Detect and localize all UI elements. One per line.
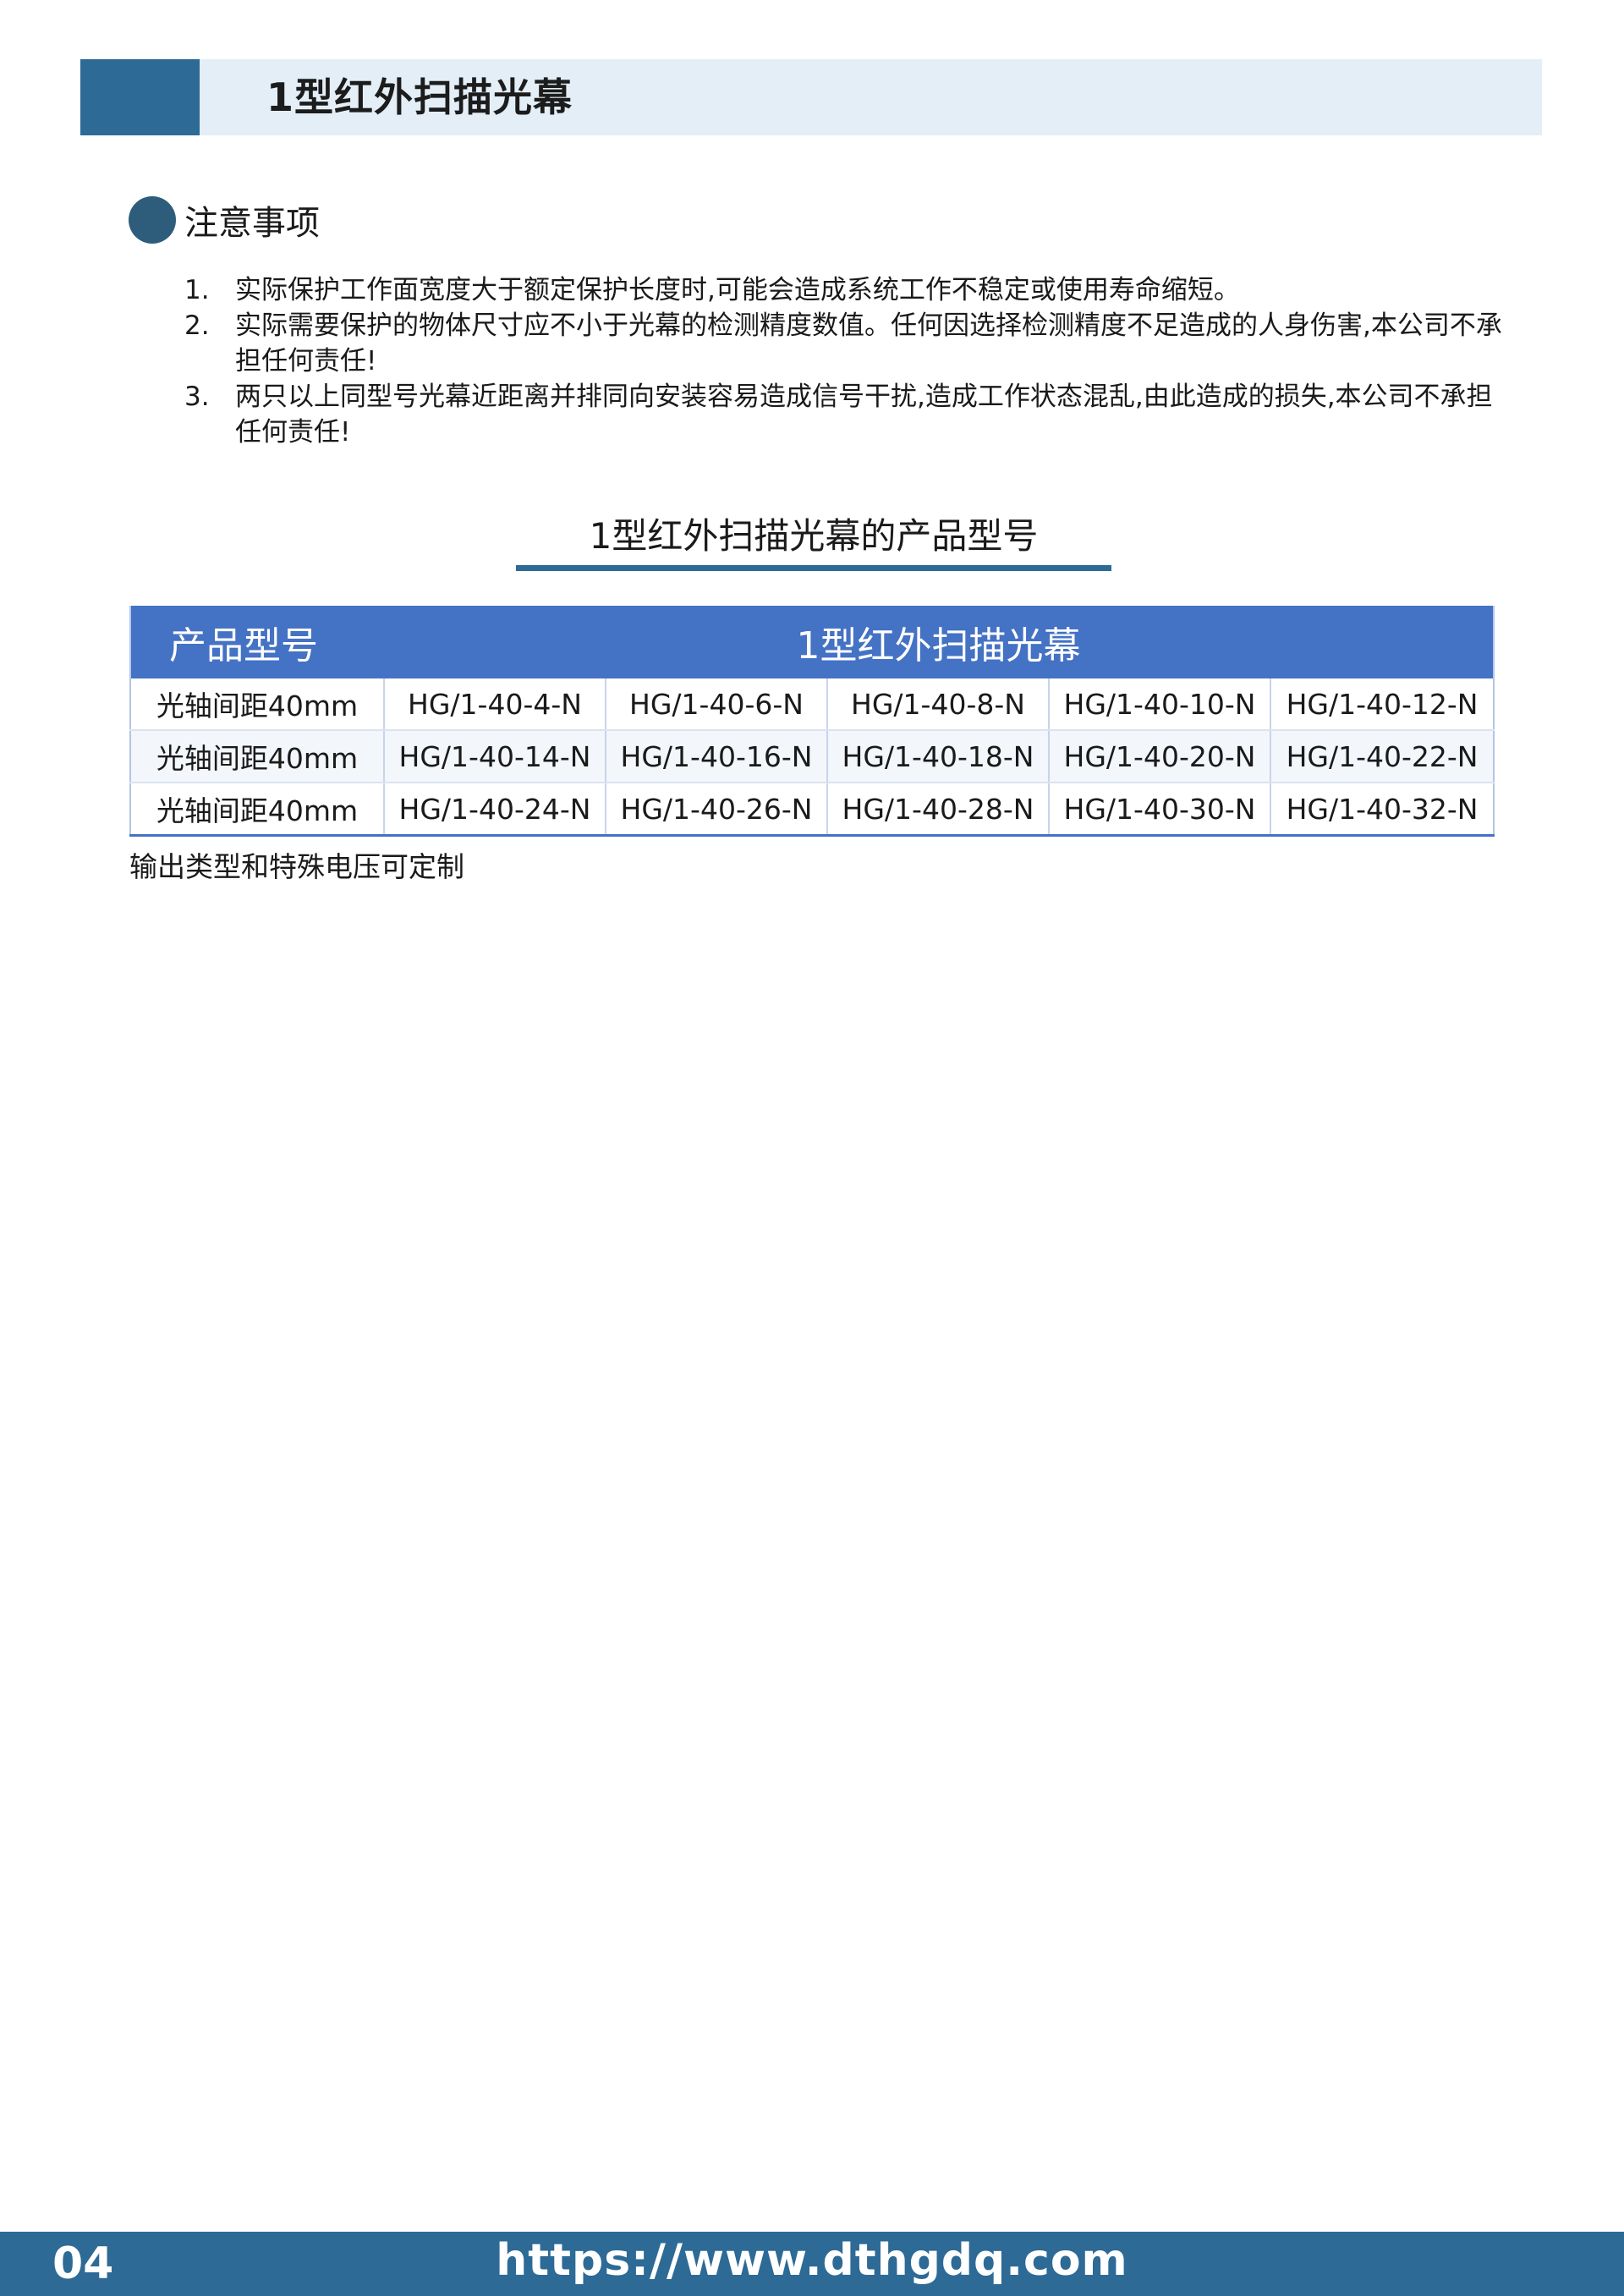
page-number: 04 [52, 2238, 114, 2289]
header-band [80, 59, 1542, 135]
table-header-product: 1型红外扫描光幕 [384, 606, 1495, 678]
note-text: 实际需要保护的物体尺寸应不小于光幕的检测精度数值。任何因选择检测精度不足造成的人… [235, 310, 1502, 376]
table-cell-model: HG/1-40-8-N [827, 678, 1050, 731]
footer-band [0, 2232, 1624, 2296]
note-item: 1. 实际保护工作面宽度大于额定保护长度时,可能会造成系统工作不稳定或使用寿命缩… [184, 272, 1504, 308]
note-number: 3. [184, 382, 210, 412]
table-cell-spacing: 光轴间距40mm [130, 783, 385, 837]
section-title: 1型红外扫描光幕的产品型号 [589, 515, 1039, 557]
table-cell-model: HG/1-40-20-N [1049, 730, 1271, 783]
table-cell-model: HG/1-40-4-N [384, 678, 606, 731]
table-cell-model: HG/1-40-6-N [606, 678, 828, 731]
table-row: 光轴间距40mm HG/1-40-24-N HG/1-40-26-N HG/1-… [130, 783, 1495, 837]
table-cell-model: HG/1-40-32-N [1270, 783, 1495, 837]
product-model-table: 产品型号 1型红外扫描光幕 光轴间距40mm HG/1-40-4-N HG/1-… [129, 606, 1495, 837]
table-cell-model: HG/1-40-24-N [384, 783, 606, 837]
table-cell-model: HG/1-40-28-N [827, 783, 1050, 837]
table-cell-model: HG/1-40-18-N [827, 730, 1050, 783]
table-cell-model: HG/1-40-22-N [1270, 730, 1495, 783]
page-title: 1型红外扫描光幕 [266, 74, 573, 120]
note-text: 实际保护工作面宽度大于额定保护长度时,可能会造成系统工作不稳定或使用寿命缩短。 [235, 275, 1240, 305]
table-cell-model: HG/1-40-26-N [606, 783, 828, 837]
table-cell-model: HG/1-40-30-N [1049, 783, 1271, 837]
notes-list: 1. 实际保护工作面宽度大于额定保护长度时,可能会造成系统工作不稳定或使用寿命缩… [184, 272, 1504, 450]
table-cell-model: HG/1-40-14-N [384, 730, 606, 783]
footer-url-link[interactable]: https://www.dthgdq.com [496, 2235, 1128, 2286]
table-cell-spacing: 光轴间距40mm [130, 730, 385, 783]
note-number: 1. [184, 275, 210, 305]
table-row: 光轴间距40mm HG/1-40-14-N HG/1-40-16-N HG/1-… [130, 730, 1495, 783]
table-cell-model: HG/1-40-12-N [1270, 678, 1495, 731]
header-accent-block [80, 59, 200, 135]
table-cell-model: HG/1-40-10-N [1049, 678, 1271, 731]
note-item: 2. 实际需要保护的物体尺寸应不小于光幕的检测精度数值。任何因选择检测精度不足造… [184, 308, 1504, 379]
table-header-model: 产品型号 [130, 606, 384, 678]
note-item: 3. 两只以上同型号光幕近距离并排同向安装容易造成信号干扰,造成工作状态混乱,由… [184, 379, 1504, 450]
table-row: 光轴间距40mm HG/1-40-4-N HG/1-40-6-N HG/1-40… [130, 678, 1495, 731]
table-note: 输出类型和特殊电压可定制 [129, 850, 464, 883]
note-text: 两只以上同型号光幕近距离并排同向安装容易造成信号干扰,造成工作状态混乱,由此造成… [235, 382, 1493, 448]
bullet-circle-icon [129, 196, 176, 244]
notes-heading-text: 注意事项 [184, 204, 320, 243]
table-cell-spacing: 光轴间距40mm [130, 678, 385, 731]
section-underline [516, 565, 1111, 571]
table-cell-model: HG/1-40-16-N [606, 730, 828, 783]
notes-heading: 注意事项 [129, 193, 320, 247]
table-header-row: 产品型号 1型红外扫描光幕 [130, 606, 1495, 678]
note-number: 2. [184, 310, 210, 341]
